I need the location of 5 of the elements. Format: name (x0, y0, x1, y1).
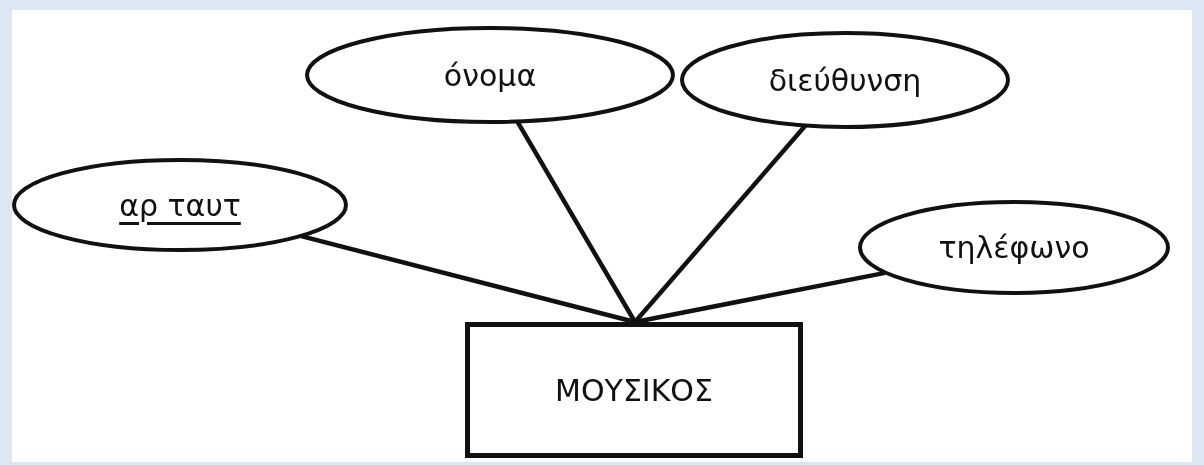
key-attribute-name: αρ ταυτ (119, 187, 241, 223)
entity-name: ΜΟΥΣΙΚΟΣ (555, 372, 713, 408)
attribute-name: όνομα (443, 57, 537, 93)
attribute-name: τηλέφωνο (938, 230, 1090, 265)
attribute-name: διεύθυνση (768, 62, 922, 98)
